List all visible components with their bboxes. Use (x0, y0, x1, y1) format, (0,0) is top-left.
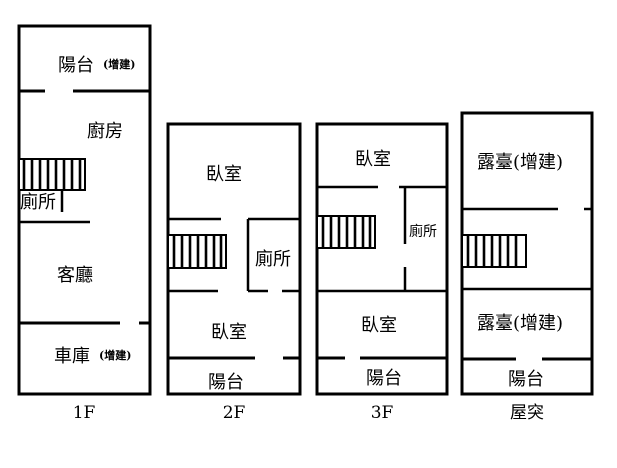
room-label-kitchen: 廚房 (87, 120, 123, 142)
room-note-balcony: (增建) (103, 57, 135, 71)
room-label-balcony: 陽台 (58, 55, 94, 76)
floor-3f: 臥室 廁所 臥室 陽台 3F (315, 122, 449, 423)
room-label-toilet: 廁所 (20, 191, 56, 213)
floor-label-1f: 1F (73, 403, 96, 423)
floor-label-3f: 3F (371, 403, 394, 423)
room-label-bedroom-front: 臥室 (206, 164, 242, 185)
room-label-bedroom-front: 臥室 (355, 149, 391, 170)
floor-label-rooftop: 屋突 (510, 403, 544, 423)
floor-1f: 陽台 (增建) 廚房 廁所 客廳 車庫 (增建) 1F (17, 24, 152, 423)
room-label-toilet: 廁所 (409, 223, 437, 240)
room-label-terrace-back: 露臺(增建) (477, 313, 563, 334)
stair-rooftop (461, 234, 527, 268)
stair-1f (18, 158, 86, 191)
room-label-terrace-front: 露臺(增建) (477, 152, 563, 173)
room-label-balcony: 陽台 (208, 372, 244, 393)
floor-2f: 臥室 廁所 臥室 陽台 2F (166, 122, 302, 423)
floor-rooftop: 露臺(增建) 露臺(增建) 陽台 屋突 (460, 111, 594, 423)
floor-label-2f: 2F (223, 403, 246, 423)
room-label-garage: 車庫 (54, 346, 90, 367)
room-label-bedroom-back: 臥室 (361, 315, 397, 336)
room-note-garage: (增建) (99, 348, 131, 362)
stair-2f (167, 234, 227, 269)
room-label-balcony: 陽台 (366, 368, 402, 389)
room-label-balcony: 陽台 (508, 369, 544, 390)
stair-3f (316, 215, 376, 249)
room-label-toilet: 廁所 (255, 248, 291, 270)
floor-3f-outline (315, 122, 449, 396)
room-label-living: 客廳 (57, 265, 93, 286)
room-label-bedroom-back: 臥室 (211, 322, 247, 343)
floor-1f-outline (17, 24, 152, 396)
